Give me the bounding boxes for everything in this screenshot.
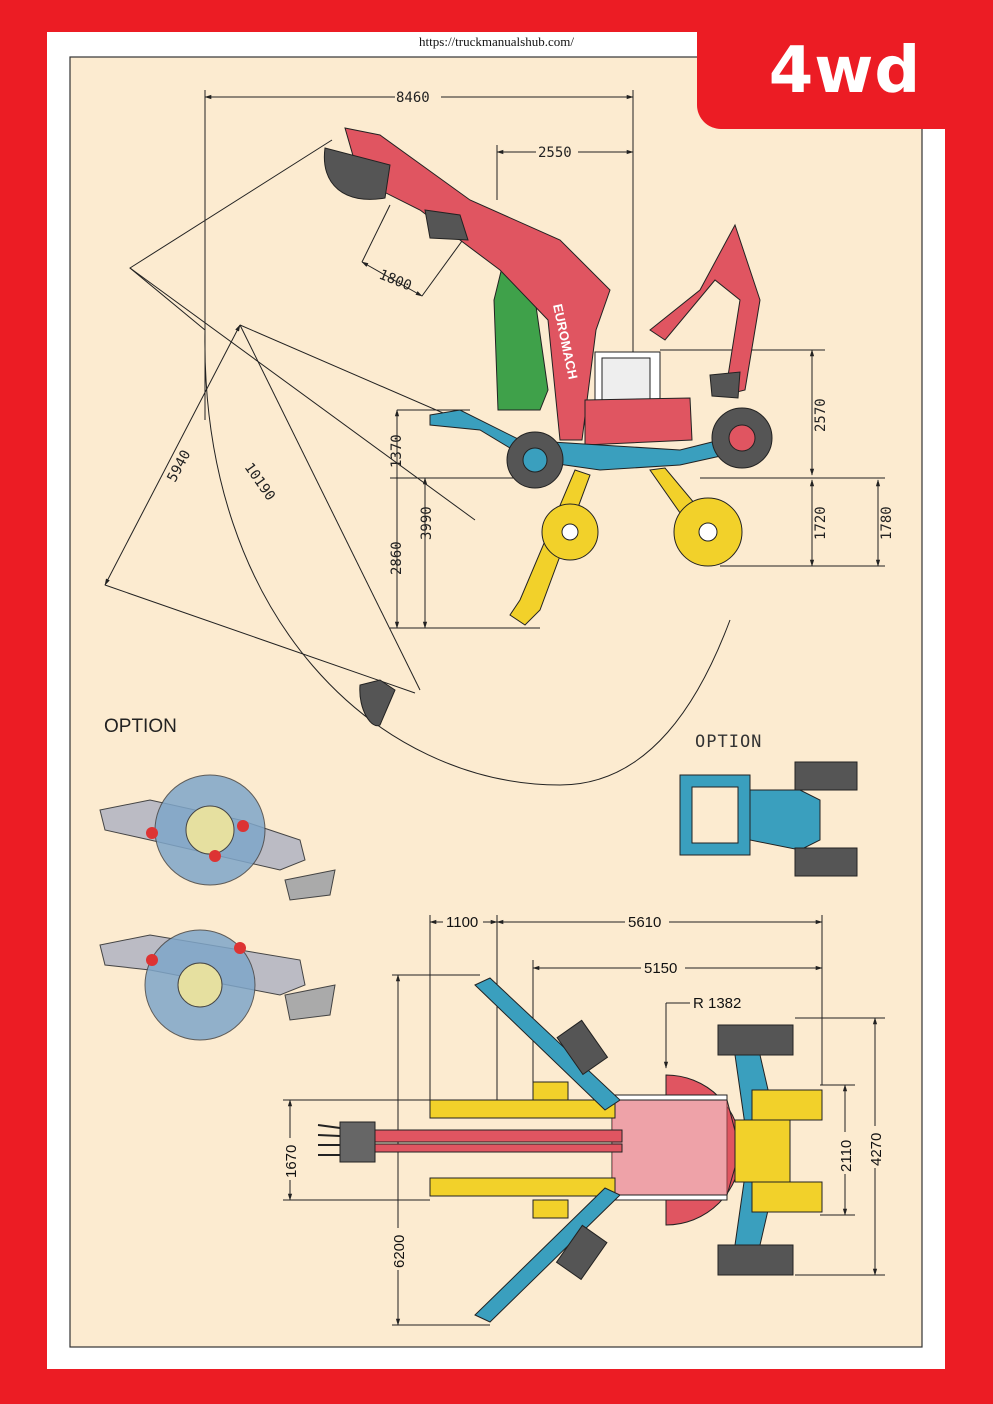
dim-4270: 4270 <box>868 1133 885 1166</box>
dim-5610: 5610 <box>628 914 661 931</box>
dim-1670: 1670 <box>283 1145 300 1178</box>
yellow-rail-upper <box>429 1099 616 1119</box>
dim-3990: 3990 <box>419 506 435 540</box>
dim-2570: 2570 <box>813 398 829 432</box>
bucket-top-view <box>339 1121 376 1163</box>
option-label-left: OPTION <box>104 716 177 737</box>
rear-wheel-lower <box>717 1244 794 1276</box>
rear-wheel-upper <box>717 1024 794 1056</box>
dim-2550: 2550 <box>538 145 572 161</box>
dim-1370: 1370 <box>389 434 405 468</box>
yellow-rail-lower <box>429 1177 616 1197</box>
top-view: 1100 5610 5150 R 1382 1670 6200 <box>282 913 885 1326</box>
dim-5150: 5150 <box>644 960 677 977</box>
drive-badge: 4wd <box>697 28 993 129</box>
dim-1100: 1100 <box>446 914 478 931</box>
side-view: 8460 2550 5940 10190 1800 <box>104 89 895 786</box>
front-wheel-upper <box>751 1089 823 1121</box>
wheel-option-2 <box>99 929 336 1041</box>
dim-8460: 8460 <box>396 90 430 106</box>
blue-leg-upper <box>474 977 621 1111</box>
wheel-option-1 <box>99 774 336 901</box>
dim-2110: 2110 <box>838 1140 855 1172</box>
source-url: https://truckmanualshub.com/ <box>419 34 574 49</box>
red-boom <box>344 127 611 441</box>
option-label-right: OPTION <box>695 732 762 752</box>
dim-2860: 2860 <box>389 541 405 575</box>
option-top-chassis <box>679 761 858 877</box>
dim-1720: 1720 <box>813 506 829 540</box>
drive-badge-label: 4wd <box>768 34 922 108</box>
blue-leg-lower <box>474 1187 621 1323</box>
cab-body <box>584 397 693 446</box>
bucket-mid <box>424 209 469 241</box>
dim-6200: 6200 <box>391 1235 408 1268</box>
bucket-bottom <box>359 679 396 727</box>
front-wheel-lower <box>751 1181 823 1213</box>
bucket-top <box>323 147 391 200</box>
boom-top <box>371 1129 623 1143</box>
dim-radius: R 1382 <box>693 995 741 1012</box>
dim-1780: 1780 <box>879 506 895 540</box>
